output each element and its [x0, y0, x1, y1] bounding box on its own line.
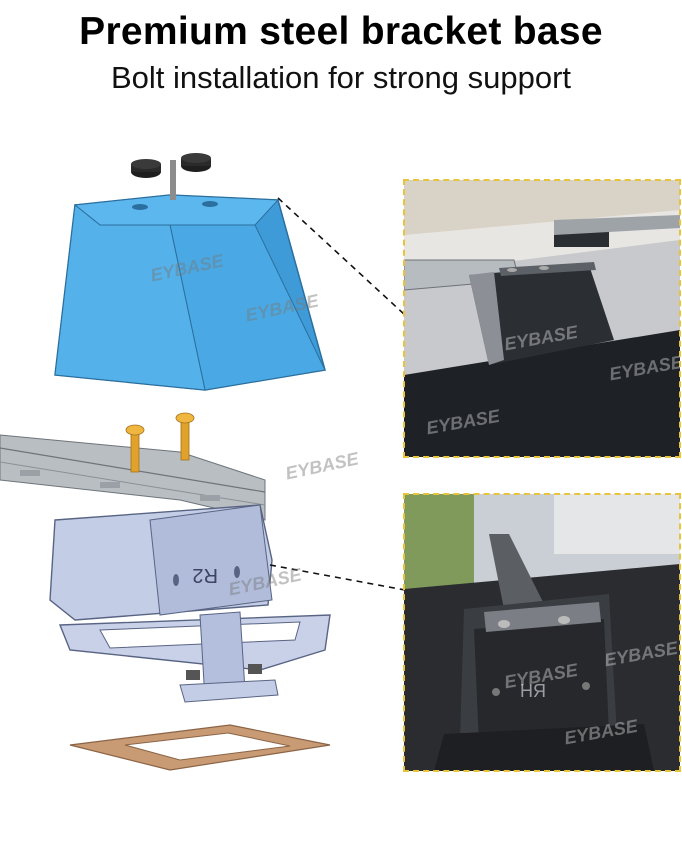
steel-bracket: R2: [49, 504, 331, 703]
leader-line-top: [277, 197, 406, 316]
gold-bolts: [125, 412, 195, 473]
page-subtitle: Bolt installation for strong support: [110, 60, 572, 95]
page-title: Premium steel bracket base: [79, 10, 603, 53]
gasket: [69, 724, 331, 771]
leader-line-bottom: [269, 564, 406, 591]
blue-cover: [54, 194, 326, 391]
photo-installed-top: EYBASE EYBASE EYBASE: [403, 179, 681, 458]
photo-installed-bottom: RH EYBASE EYBASE EYBASE: [403, 493, 681, 772]
bracket-mark: R2: [192, 564, 218, 586]
rubber-caps: [131, 153, 211, 200]
photo-mark: RH: [520, 681, 546, 701]
